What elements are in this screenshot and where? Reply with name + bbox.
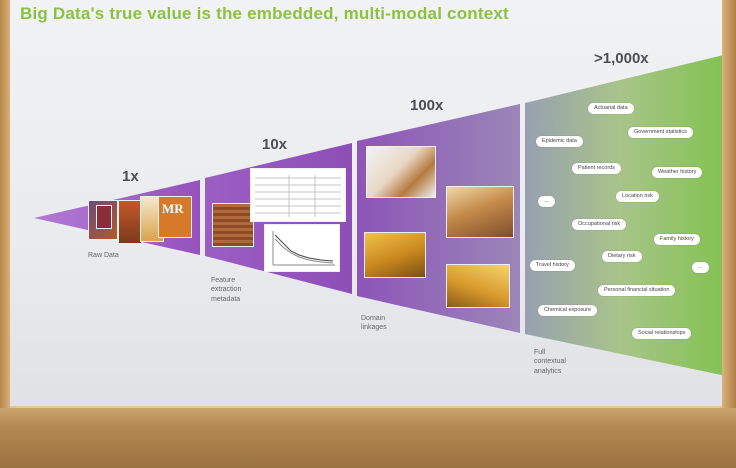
tag-epidemic-data: Epidemic data [536, 136, 583, 147]
multiplier-1x: 1x [122, 168, 139, 185]
raw-data-image-1 [88, 200, 118, 240]
funnel-segment-4 [525, 52, 736, 378]
tag-chemical-exposure: Chemical exposure [538, 305, 598, 316]
table-lines-icon [255, 175, 341, 217]
multiplier-100x: 100x [410, 97, 444, 114]
domain-photo-harvest [446, 264, 510, 308]
raw-data-image-2 [118, 200, 142, 244]
caption-domain-linkages: Domain linkages [361, 315, 387, 332]
tag-weather-history: Weather history [652, 167, 703, 178]
caption-feature-extraction: Feature extraction metadata [211, 277, 242, 303]
line-chart-icon [272, 231, 335, 266]
caption-raw-data: Raw Data [88, 252, 119, 259]
multiplier-10x: 10x [262, 136, 288, 153]
tag-actuarial-data: Actuarial data [588, 103, 634, 114]
screen-ledge [0, 408, 736, 468]
raw-data-image-5 [96, 205, 112, 229]
slide-title: Big Data's true value is the embedded, m… [20, 4, 509, 23]
tag-family-history: Family history [654, 234, 700, 245]
tag-dietary-risk: Dietary risk [602, 251, 642, 262]
tag-location-risk: Location risk [616, 191, 659, 202]
multiplier-1000x: >1,000x [594, 50, 649, 67]
tag-government-statistics: Government statistics [628, 127, 693, 138]
projector-screen: Big Data's true value is the embedded, m… [0, 0, 736, 412]
tag-travel-history: Travel history [530, 260, 575, 271]
raw-data-image-4: MR [158, 196, 192, 238]
feature-chart-image [264, 224, 340, 272]
tag-social-relationships: Social relationships [632, 328, 692, 339]
feature-table-image [250, 168, 346, 222]
left-wall-frame [0, 0, 10, 412]
tag-ellipsis-2: ... [692, 262, 709, 273]
domain-photo-warehouse [446, 186, 514, 238]
domain-photo-grain [364, 232, 426, 278]
right-wall-frame [722, 0, 736, 412]
tag-ellipsis-1: ... [538, 196, 555, 207]
feature-texture-image [212, 203, 254, 247]
tag-personal-financial-situation: Personal financial situation [598, 285, 676, 296]
tag-occupational-risk: Occupational risk [572, 219, 627, 230]
tag-patient-records: Patient records [572, 163, 621, 174]
domain-photo-hands [366, 146, 436, 198]
raw-data-logo-text: MR [162, 201, 184, 216]
caption-full-contextual-analytics: Full contextual analytics [534, 349, 566, 375]
